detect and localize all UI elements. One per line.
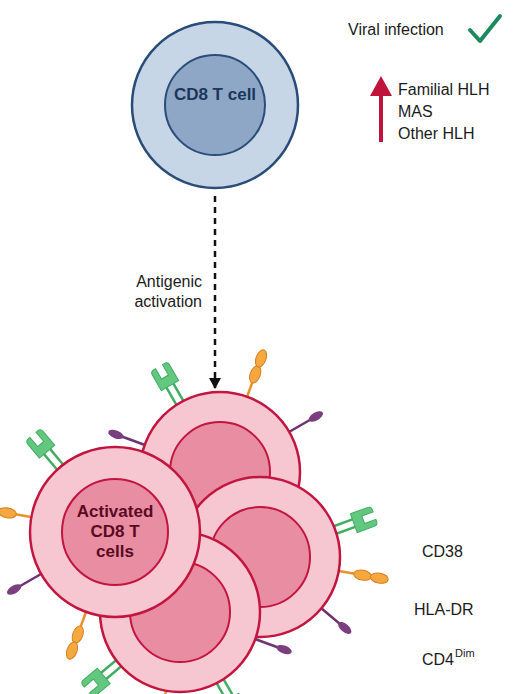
increase-arrow-head <box>370 76 392 96</box>
check-mark <box>470 16 500 41</box>
cd38-receptor <box>242 348 268 398</box>
activated-cell-cluster <box>20 390 380 690</box>
trigger-label: Viral infection <box>348 20 444 40</box>
activated-cell <box>30 447 200 617</box>
marker-label: HLA-DR <box>414 600 474 620</box>
superscript-label: Dim <box>455 643 475 663</box>
increase-arrow-shaft <box>379 92 383 142</box>
condition-label: Other HLH <box>398 124 474 144</box>
resting-t-cell: CD8 T cell <box>130 20 300 190</box>
cd4-receptor <box>287 409 325 435</box>
marker-label: CD4 <box>422 650 454 670</box>
cd38-receptor <box>338 566 389 585</box>
condition-label: Familial HLH <box>398 80 490 100</box>
cd4-receptor <box>254 635 293 656</box>
condition-label: MAS <box>398 102 433 122</box>
resting-cell-shape <box>130 20 300 190</box>
cd4-receptor <box>318 605 353 636</box>
activation-arrow <box>214 196 217 388</box>
cd38-receptor <box>0 503 32 522</box>
marker-label: CD38 <box>422 542 463 562</box>
cd38-receptor <box>64 610 90 660</box>
cell-label: CD8 T cell <box>165 85 265 105</box>
cell-label: Activated CD8 T cells <box>70 502 160 562</box>
cd4-receptor <box>107 428 146 449</box>
cd4-receptor <box>5 571 43 597</box>
hladr-receptor <box>332 506 378 539</box>
edge-label: Antigenic activation <box>82 272 202 312</box>
activated-t-cells: Activated CD8 T cells <box>20 390 380 690</box>
